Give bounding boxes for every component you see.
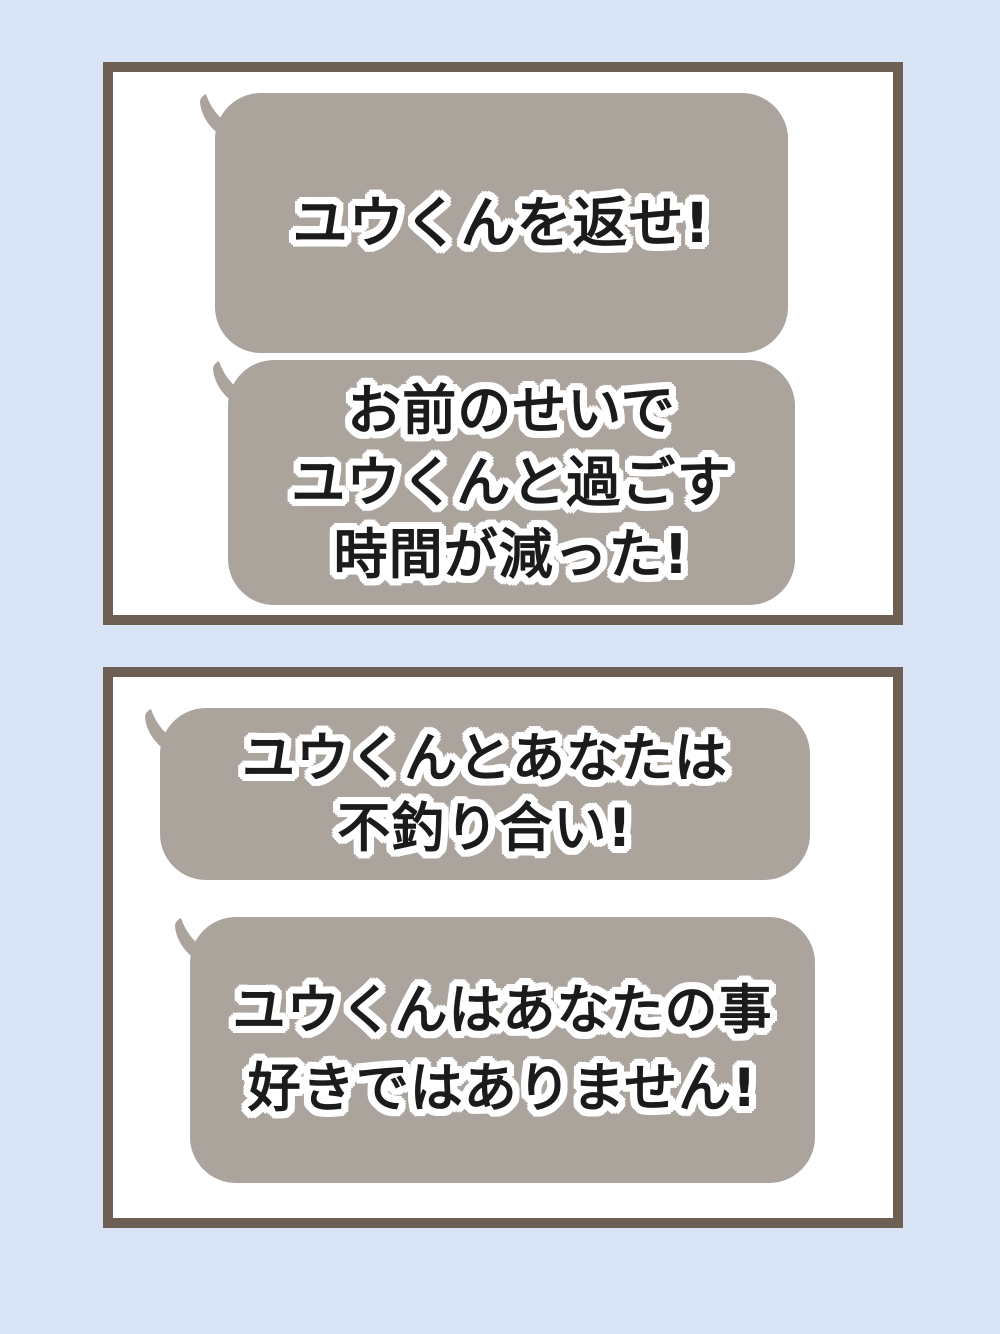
bubble-text-line: お前のせいで	[347, 378, 676, 442]
bubble-tail-icon	[200, 94, 251, 140]
speech-bubble: ユウくんとあなたは 不釣り合い!	[145, 708, 810, 880]
bubble-tail-icon	[145, 709, 196, 755]
speech-bubble: ユウくんはあなたの事 好きではありません!	[175, 917, 815, 1183]
bubble-text-line: 好きではありません!	[247, 1058, 758, 1119]
bubble-text-line: ユウくんと過ごす	[291, 450, 732, 514]
speech-bubble: お前のせいで ユウくんと過ごす 時間が減った!	[213, 360, 795, 605]
comic-panel-top: ユウくんを返せ! お前のせいで ユウくんと過ごす 時間が減った!	[103, 62, 903, 625]
bubble-text-line: 不釣り合い!	[337, 798, 633, 859]
bubble-text-line: ユウくんとあなたは	[242, 728, 728, 789]
bubble-text-line: ユウくんはあなたの事	[232, 980, 773, 1041]
speech-bubble: ユウくんを返せ!	[200, 93, 788, 353]
bubble-text-line: ユウくんを返せ!	[292, 191, 711, 255]
bubble-text-line: 時間が減った!	[333, 522, 690, 586]
bubble-tail-icon	[213, 361, 264, 407]
comic-panel-bottom: ユウくんとあなたは 不釣り合い! ユウくんはあなたの事 好きではありません!	[103, 667, 903, 1228]
bubble-tail-icon	[175, 918, 226, 964]
